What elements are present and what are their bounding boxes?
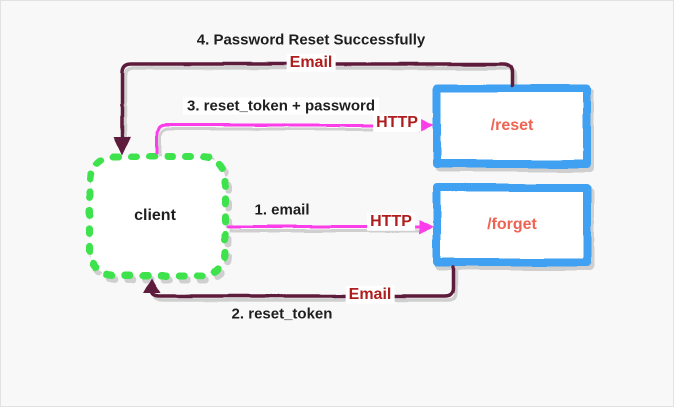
flow3-step-label: 3. reset_token + password bbox=[183, 97, 379, 115]
forget-endpoint-label: /forget bbox=[487, 215, 537, 233]
flow1-step-label: 1. email bbox=[254, 201, 310, 219]
flow3-arrow-shadow bbox=[158, 127, 426, 159]
flow4-arrowhead bbox=[113, 136, 131, 155]
reset-endpoint-box bbox=[433, 84, 591, 168]
flow2-step-label: 2. reset_token bbox=[231, 305, 333, 323]
reset-endpoint-label: /reset bbox=[490, 116, 534, 134]
flow4-channel-label: Email bbox=[286, 53, 336, 73]
flow2-arrow-shadow bbox=[153, 269, 459, 302]
forget-endpoint-box bbox=[433, 184, 591, 266]
flow2-arrowhead bbox=[143, 278, 161, 293]
flow2-channel-label: Email bbox=[345, 285, 395, 305]
flow1-channel-label: HTTP bbox=[367, 212, 415, 232]
flow3-channel-label: HTTP bbox=[373, 113, 421, 133]
flow2-arrow-line bbox=[150, 265, 456, 298]
flow1-arrowhead bbox=[419, 219, 434, 235]
flow3-arrowhead bbox=[419, 117, 434, 133]
flow3-arrow-line bbox=[155, 123, 423, 155]
client-box bbox=[86, 153, 229, 279]
flow4-step-label: 4. Password Reset Successfully bbox=[196, 31, 426, 49]
client-node-label: client bbox=[134, 206, 176, 224]
